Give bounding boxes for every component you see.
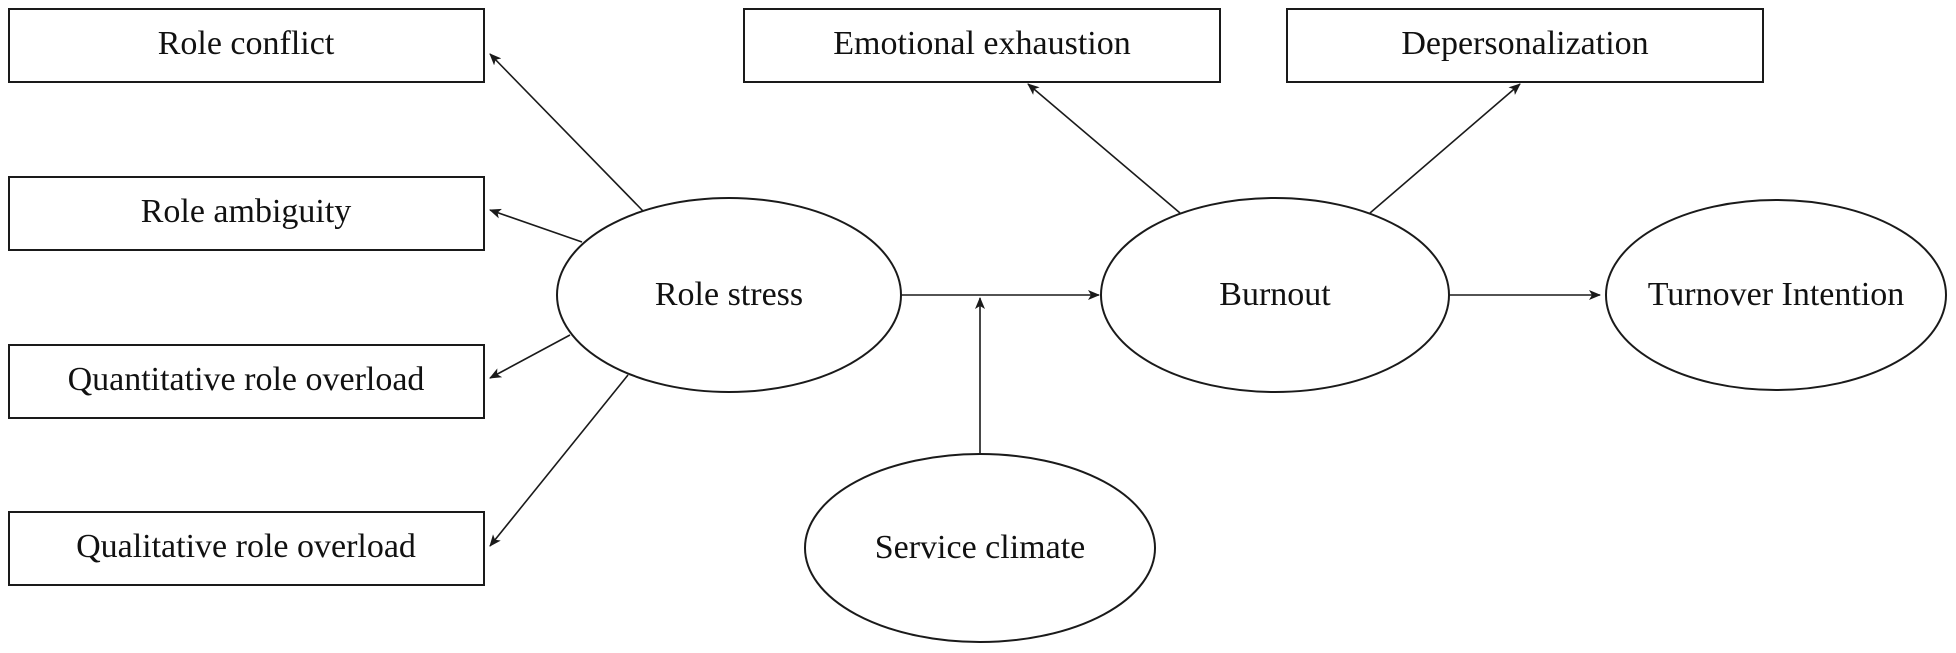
node-role-conflict: Role conflict [8,8,485,83]
node-role-ambiguity-label: Role ambiguity [141,193,352,230]
edge-role-stress-to-qualitative-overload [489,374,629,547]
node-quantitative-role-overload-label: Quantitative role overload [68,361,425,398]
node-emotional-exhaustion: Emotional exhaustion [743,8,1221,83]
node-depersonalization-label: Depersonalization [1401,25,1648,62]
node-role-conflict-label: Role conflict [158,25,335,62]
edge-burnout-to-emotional-exhaustion [1027,83,1181,214]
node-role-stress: Role stress [556,197,902,393]
node-role-ambiguity: Role ambiguity [8,176,485,251]
node-quantitative-role-overload: Quantitative role overload [8,344,485,419]
node-burnout-label: Burnout [1219,276,1331,313]
node-qualitative-role-overload-label: Qualitative role overload [76,528,416,565]
edge-role-stress-to-role-conflict [489,53,644,212]
edge-role-stress-to-role-ambiguity [489,208,583,243]
edge-burnout-to-depersonalization [1369,83,1521,214]
node-depersonalization: Depersonalization [1286,8,1764,83]
node-role-stress-label: Role stress [655,276,803,313]
node-turnover-intention: Turnover Intention [1605,199,1947,391]
edges [489,53,1601,547]
node-qualitative-role-overload: Qualitative role overload [8,511,485,586]
node-service-climate-label: Service climate [875,529,1086,566]
edge-role-stress-to-quantitative-overload [489,334,571,379]
node-emotional-exhaustion-label: Emotional exhaustion [833,25,1130,62]
node-turnover-intention-label: Turnover Intention [1648,276,1905,313]
node-burnout: Burnout [1100,197,1450,393]
node-service-climate: Service climate [804,453,1156,643]
